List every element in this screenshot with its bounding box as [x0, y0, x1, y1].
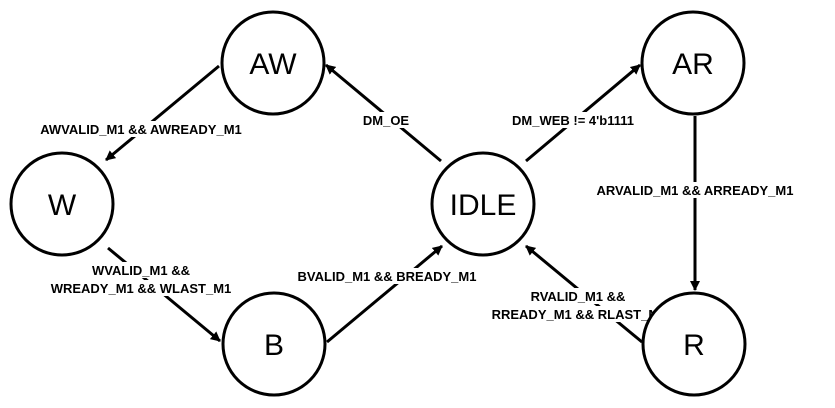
state-b-label: B [264, 329, 284, 362]
state-r: R [641, 291, 747, 397]
state-ar: AR [640, 10, 746, 116]
state-aw-circle [220, 10, 326, 116]
state-r-circle [641, 291, 747, 397]
state-aw-label: AW [249, 48, 297, 81]
label-r-to-idle-line2: RREADY_M1 && RLAST_M1 [492, 307, 667, 322]
state-b: B [221, 291, 327, 397]
label-r-to-idle-line1: RVALID_M1 && [531, 289, 626, 304]
label-b-to-idle: BVALID_M1 && BREADY_M1 [298, 269, 477, 284]
label-w-to-b-line2: WREADY_M1 && WLAST_M1 [51, 281, 232, 296]
state-b-circle [221, 291, 327, 397]
label-ar-to-r: ARVALID_M1 && ARREADY_M1 [597, 183, 794, 198]
label-w-to-b-line1: WVALID_M1 && [92, 263, 190, 278]
state-w: W [9, 151, 115, 257]
label-idle-to-aw: DM_OE [363, 113, 410, 128]
label-idle-to-ar: DM_WEB != 4'b1111 [512, 113, 634, 128]
state-ar-circle [640, 10, 746, 116]
state-w-circle [9, 151, 115, 257]
label-aw-to-w: AWVALID_M1 && AWREADY_M1 [40, 122, 242, 137]
edge-b-to-idle [326, 244, 443, 344]
state-idle: IDLE [430, 151, 536, 257]
edge-aw-to-w [105, 64, 220, 162]
state-r-label: R [683, 329, 705, 362]
state-idle-circle [430, 151, 536, 257]
state-w-label: W [48, 189, 77, 222]
state-idle-label: IDLE [450, 189, 517, 222]
state-ar-label: AR [672, 48, 714, 81]
state-aw: AW [220, 10, 326, 116]
